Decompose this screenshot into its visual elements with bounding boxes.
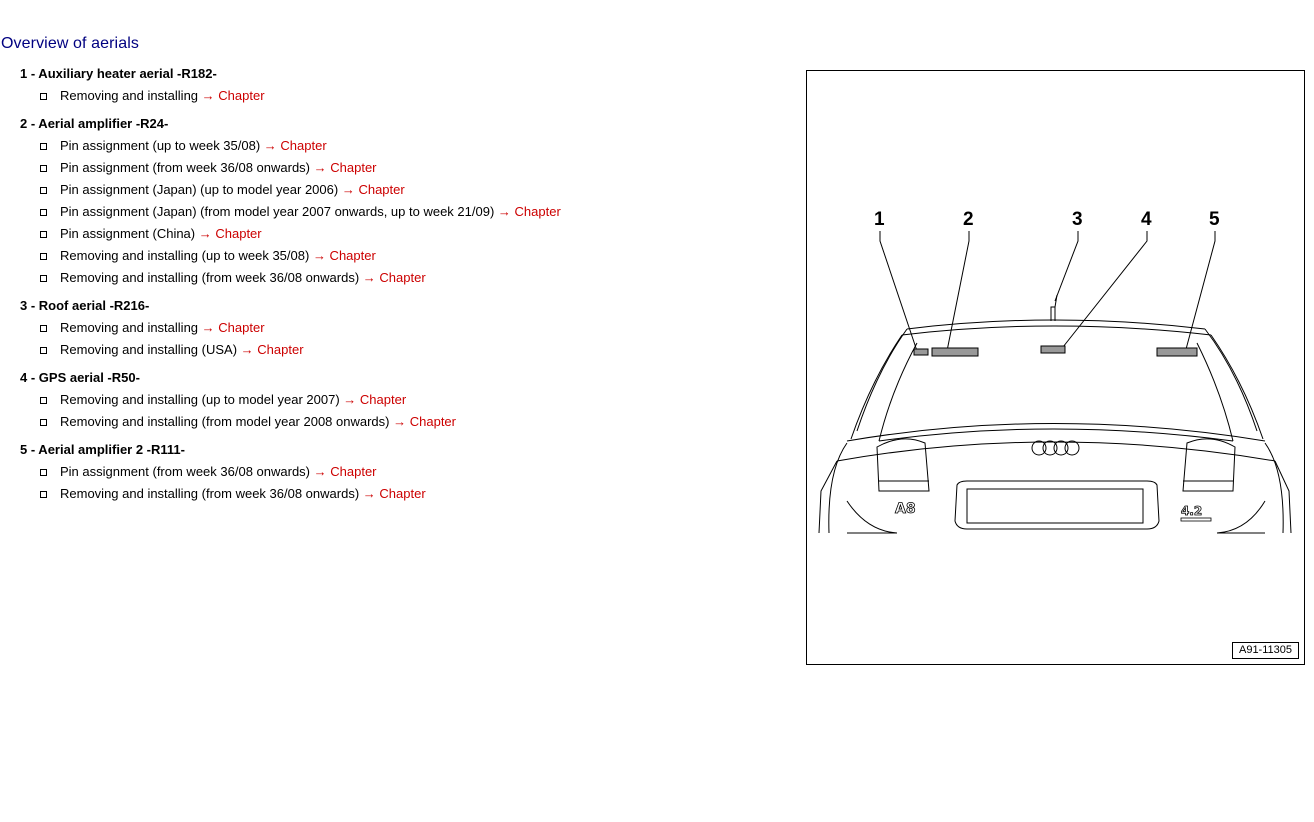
item-text: Removing and installing (up to model yea… (60, 392, 340, 407)
section-heading: 4 - GPS aerial -R50- (20, 370, 140, 385)
item-text: Pin assignment (from week 36/08 onwards) (60, 160, 311, 175)
item-text: Removing and installing (from week 36/08… (60, 486, 360, 501)
square-bullet-icon (40, 187, 47, 194)
model-badge: A8 (895, 501, 916, 517)
list-item: Pin assignment (from week 36/08 onwards)… (20, 160, 780, 182)
list-item: Pin assignment (from week 36/08 onwards)… (20, 464, 780, 486)
section-heading: 1 - Auxiliary heater aerial -R182- (20, 66, 217, 81)
section-2: 2 - Aerial amplifier -R24- Pin assignment… (20, 116, 780, 292)
engine-badge-underline (1180, 517, 1212, 522)
item-text: Removing and installing (USA) (60, 342, 238, 357)
list-item: Removing and installing (USA) → Chapter (20, 342, 780, 364)
item-text: Removing and installing (60, 320, 199, 335)
figure-id-label: A91-11305 (1231, 642, 1299, 659)
item-text: Removing and installing (from model year… (60, 414, 390, 429)
section-heading: 5 - Aerial amplifier 2 -R111- (20, 442, 185, 457)
square-bullet-icon (40, 93, 47, 100)
list-item: Pin assignment (up to week 35/08) → Chap… (20, 138, 780, 160)
square-bullet-icon (40, 347, 47, 354)
aerial-location-figure: A8 4.2 1 2 3 4 5 A91-11305 (806, 70, 1305, 665)
callout-3: 3 (1072, 209, 1083, 230)
chapter-link[interactable]: → Chapter (313, 160, 377, 175)
chapter-link[interactable]: → Chapter (263, 138, 327, 153)
chapter-link[interactable]: → Chapter (240, 342, 304, 357)
list-item: Removing and installing (from week 36/08… (20, 270, 780, 292)
list-item: Removing and installing → Chapter (20, 88, 780, 110)
square-bullet-icon (40, 491, 47, 498)
chapter-link[interactable]: → Chapter (362, 486, 426, 501)
square-bullet-icon (40, 253, 47, 260)
callout-1: 1 (874, 209, 885, 230)
item-text: Pin assignment (Japan) (from model year … (60, 204, 495, 219)
chapter-link[interactable]: → Chapter (201, 88, 265, 103)
chapter-link[interactable]: → Chapter (201, 320, 265, 335)
square-bullet-icon (40, 397, 47, 404)
list-item: Removing and installing → Chapter (20, 320, 780, 342)
list-item: Pin assignment (China) → Chapter (20, 226, 780, 248)
square-bullet-icon (40, 325, 47, 332)
chapter-link[interactable]: → Chapter (497, 204, 561, 219)
section-1: 1 - Auxiliary heater aerial -R182- Removi… (20, 66, 780, 110)
item-text: Removing and installing (up to week 35/0… (60, 248, 310, 263)
item-text: Pin assignment (China) (60, 226, 196, 241)
chapter-link[interactable]: → Chapter (362, 270, 426, 285)
section-heading: 2 - Aerial amplifier -R24- (20, 116, 169, 131)
chapter-link[interactable]: → Chapter (393, 414, 456, 429)
section-heading: 3 - Roof aerial -R216- (20, 298, 150, 313)
chapter-link[interactable]: → Chapter (341, 182, 405, 197)
list-item: Removing and installing (from week 36/08… (20, 486, 780, 508)
square-bullet-icon (40, 209, 47, 216)
square-bullet-icon (40, 469, 47, 476)
item-text: Removing and installing (from week 36/08… (60, 270, 360, 285)
page-title: Overview of aerials (1, 35, 139, 52)
engine-badge: 4.2 (1181, 504, 1202, 518)
section-3: 3 - Roof aerial -R216- Removing and insta… (20, 298, 780, 364)
list-item: Removing and installing (up to model yea… (20, 392, 780, 414)
callout-5: 5 (1209, 209, 1220, 230)
section-4: 4 - GPS aerial -R50- Removing and install… (20, 370, 780, 436)
car-rear-drawing: A8 4.2 (818, 231, 1292, 534)
square-bullet-icon (40, 143, 47, 150)
callout-4: 4 (1141, 209, 1152, 230)
item-text: Removing and installing (60, 88, 199, 103)
list-item: Pin assignment (Japan) (up to model year… (20, 182, 780, 204)
list-item: Pin assignment (Japan) (from model year … (20, 204, 780, 226)
square-bullet-icon (40, 165, 47, 172)
section-5: 5 - Aerial amplifier 2 -R111- Pin assignm… (20, 442, 780, 508)
callout-2: 2 (963, 209, 974, 230)
item-text: Pin assignment (Japan) (up to model year… (60, 182, 339, 197)
list-item: Removing and installing (from model year… (20, 414, 780, 436)
item-text: Pin assignment (up to week 35/08) (60, 138, 261, 153)
chapter-link[interactable]: → Chapter (198, 226, 262, 241)
square-bullet-icon (40, 275, 47, 282)
list-item: Removing and installing (up to week 35/0… (20, 248, 780, 270)
square-bullet-icon (40, 231, 47, 238)
chapter-link[interactable]: → Chapter (343, 392, 407, 407)
chapter-link[interactable]: → Chapter (312, 248, 376, 263)
chapter-link[interactable]: → Chapter (313, 464, 377, 479)
square-bullet-icon (40, 419, 47, 426)
item-text: Pin assignment (from week 36/08 onwards) (60, 464, 311, 479)
